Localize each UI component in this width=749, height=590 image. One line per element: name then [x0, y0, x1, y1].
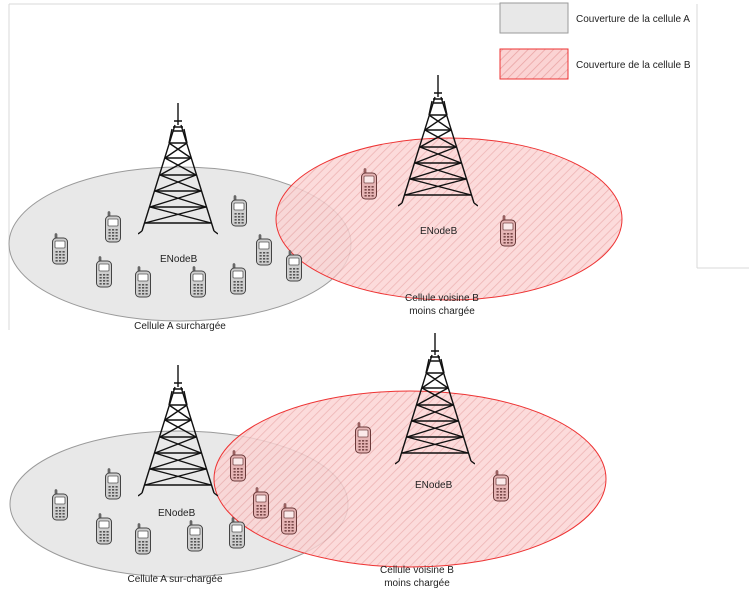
mobile-phone-icon: [256, 234, 272, 266]
top-panel-frame: [8, 3, 749, 330]
mobile-phone-icon: [52, 489, 68, 521]
enodeb-label-b: ENodeB: [420, 226, 458, 237]
mobile-phone-icon: [96, 513, 112, 545]
enodeb-label-a: ENodeB: [158, 508, 196, 519]
mobile-phone-icon: [355, 422, 371, 454]
legend-swatch-cell-a: [499, 2, 569, 34]
cell-a-caption: Cellule A sur-chargée: [127, 574, 222, 585]
mobile-phone-icon: [231, 195, 247, 227]
cell-a-caption: Cellule A surchargée: [134, 321, 226, 332]
legend-swatch-cell-b: [499, 48, 569, 80]
mobile-phone-icon: [230, 450, 246, 482]
mobile-phone-icon: [230, 263, 246, 295]
cell-b-caption-line2: moins chargée: [409, 306, 475, 317]
legend: Couverture de la cellule A Couverture de…: [499, 2, 691, 80]
cell-b-caption-line1: Cellule voisine B: [380, 565, 454, 576]
mobile-phone-icon: [286, 250, 302, 282]
legend-label-cell-a: Couverture de la cellule A: [576, 14, 690, 25]
mobile-phone-icon: [105, 211, 121, 243]
mobile-phone-icon: [96, 256, 112, 288]
mobile-phone-icon: [361, 168, 377, 200]
mobile-phone-icon: [135, 266, 151, 298]
mobile-phone-icon: [187, 520, 203, 552]
mobile-phone-icon: [493, 470, 509, 502]
enodeb-label-a: ENodeB: [160, 254, 198, 265]
top-scenario: ENodeB ENodeB Cellule A surchargée Cellu…: [8, 75, 623, 332]
mobile-phone-icon: [253, 487, 269, 519]
mobile-phone-icon: [281, 503, 297, 535]
enodeb-label-b: ENodeB: [415, 480, 453, 491]
mobile-phone-icon: [229, 517, 245, 549]
mobile-phone-icon: [135, 523, 151, 555]
cell-b-coverage: [213, 390, 607, 568]
mobile-phone-icon: [52, 233, 68, 265]
mobile-phone-icon: [500, 215, 516, 247]
mobile-phone-icon: [105, 468, 121, 500]
legend-label-cell-b: Couverture de la cellule B: [576, 60, 691, 71]
mobile-phone-icon: [190, 266, 206, 298]
cell-b-caption-line1: Cellule voisine B: [405, 293, 479, 304]
cell-b-caption-line2: moins chargée: [384, 578, 450, 589]
bottom-scenario: ENodeB ENodeB Cellule A sur-chargée Cell…: [9, 333, 607, 589]
